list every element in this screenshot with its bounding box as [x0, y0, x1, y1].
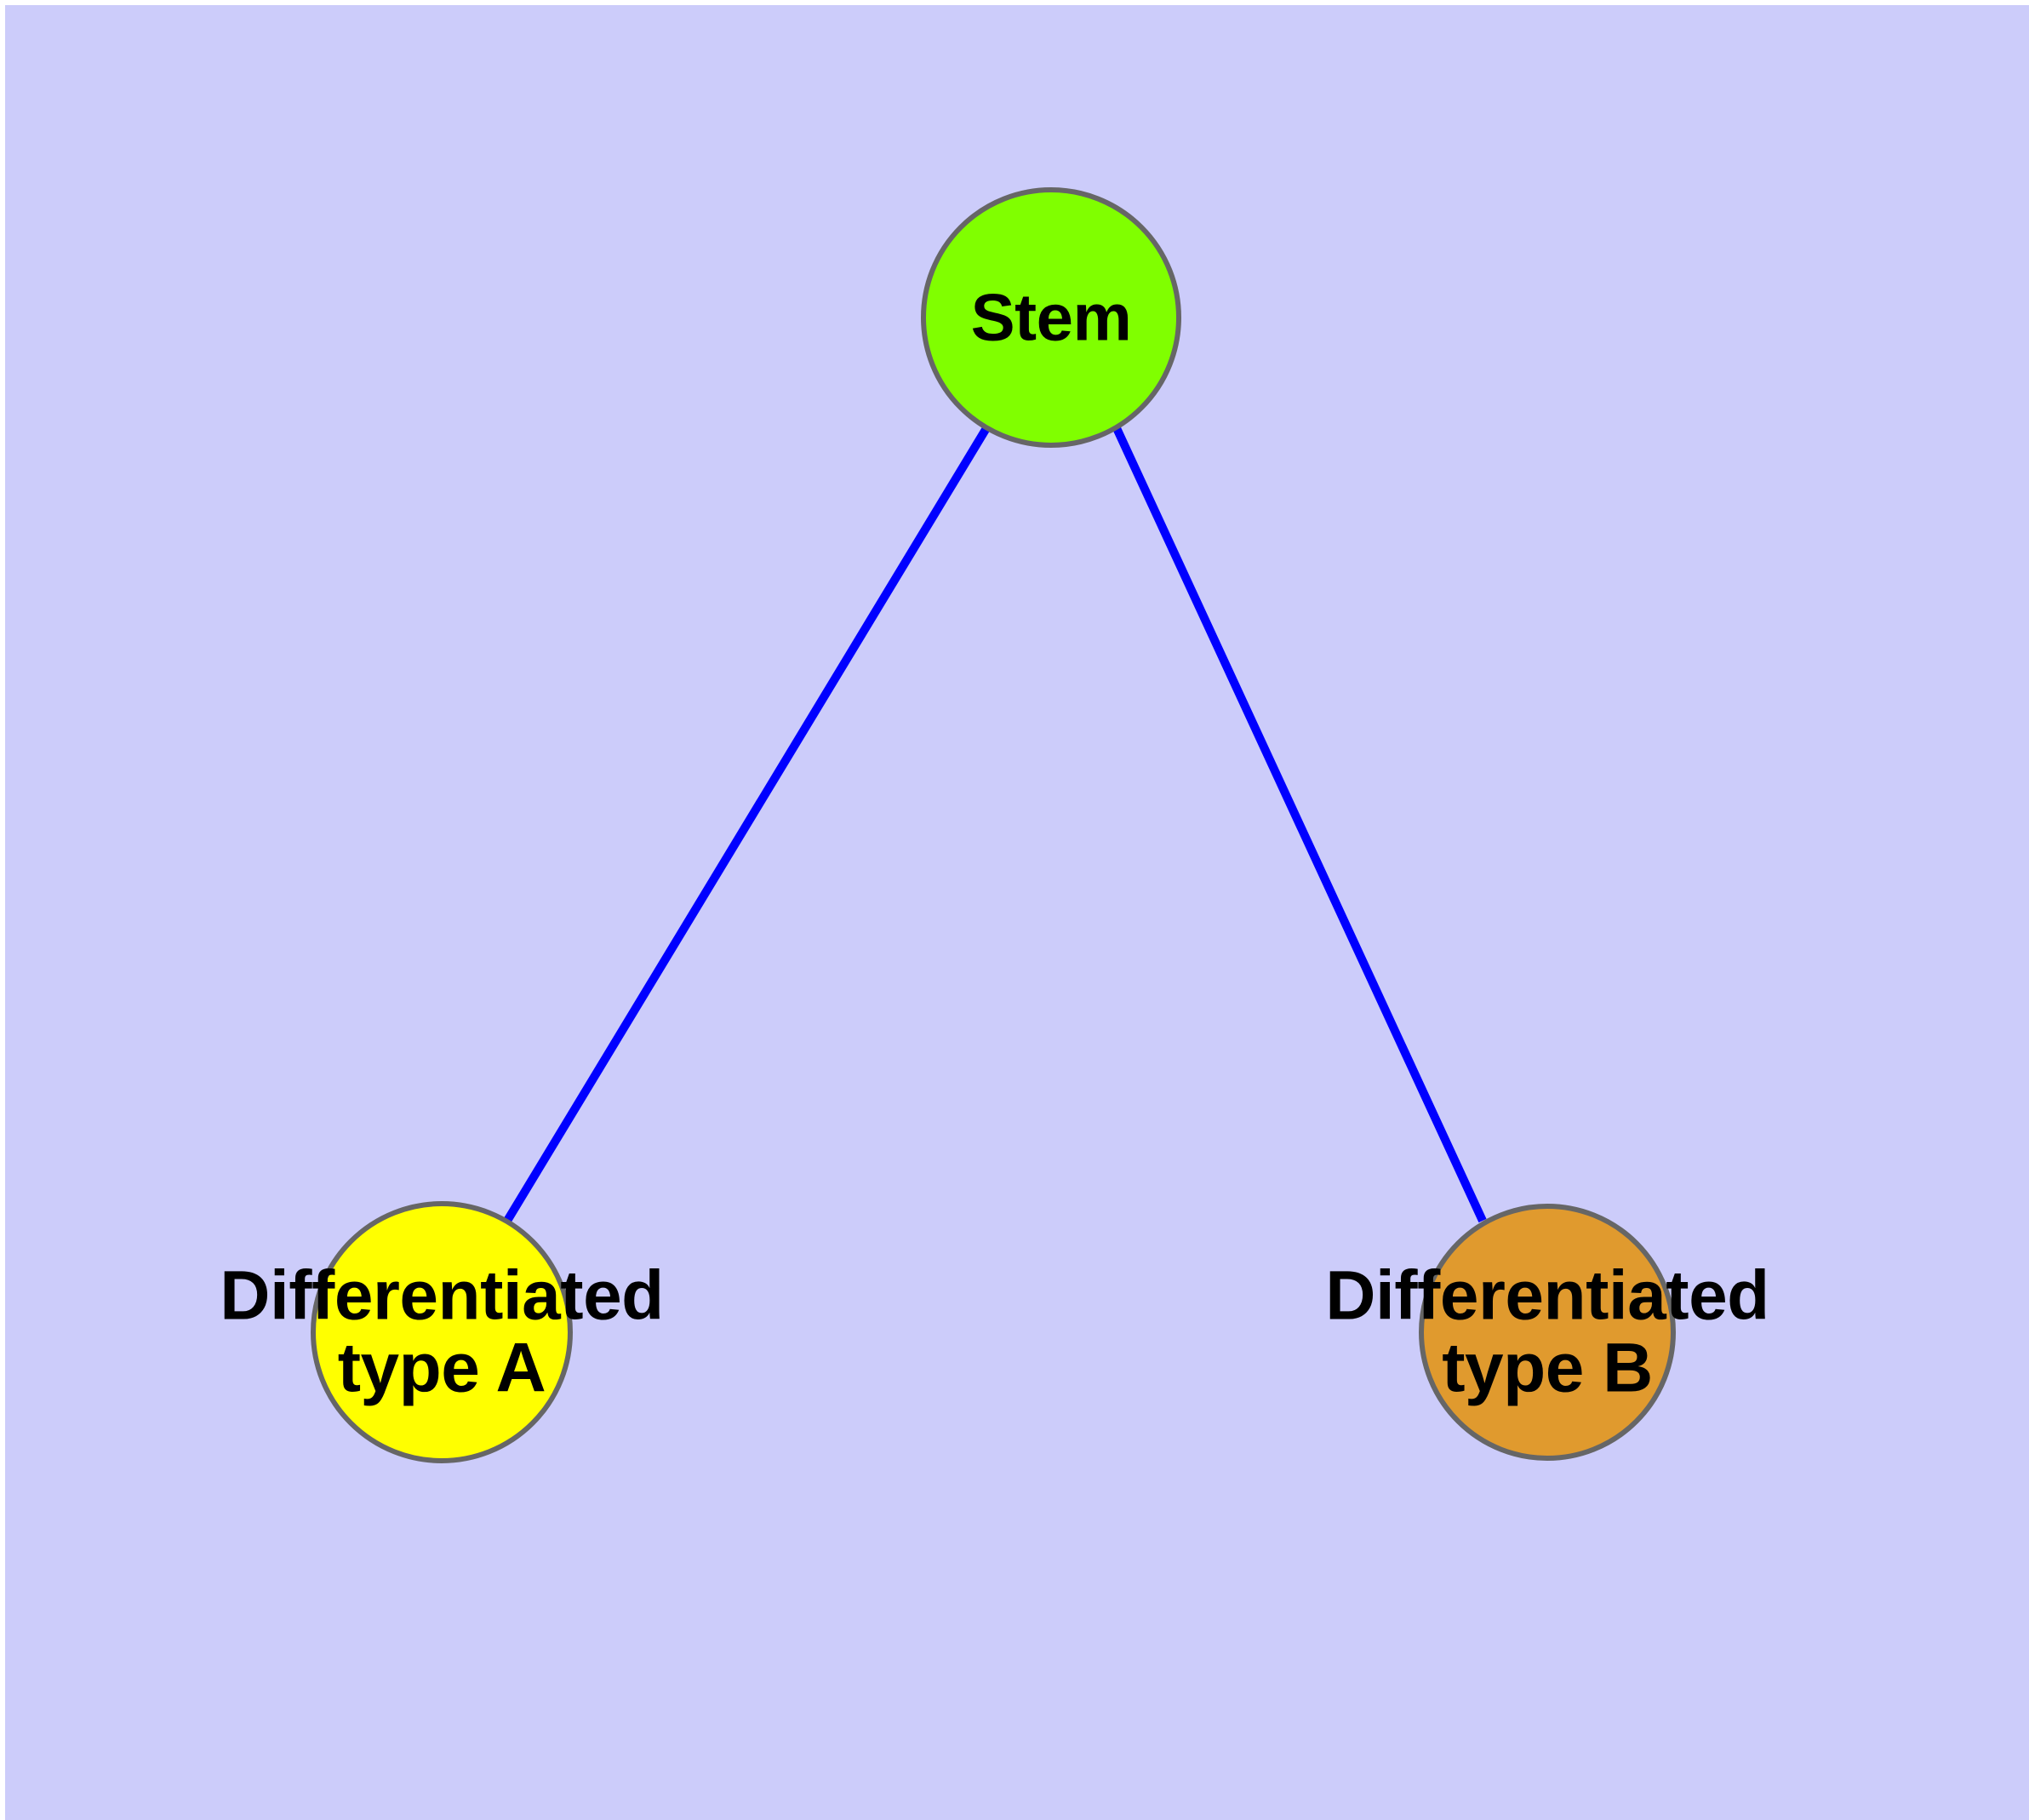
edges-group [503, 426, 1487, 1223]
graph-edge-stem-to-b [1112, 426, 1487, 1223]
nodes-group [311, 187, 1676, 1463]
graph-node-diff_b[interactable] [1419, 1204, 1676, 1461]
graph-node-stem[interactable] [921, 187, 1181, 448]
graph-node-diff_a[interactable] [311, 1201, 573, 1463]
graph-edge-stem-to-a [503, 426, 991, 1223]
